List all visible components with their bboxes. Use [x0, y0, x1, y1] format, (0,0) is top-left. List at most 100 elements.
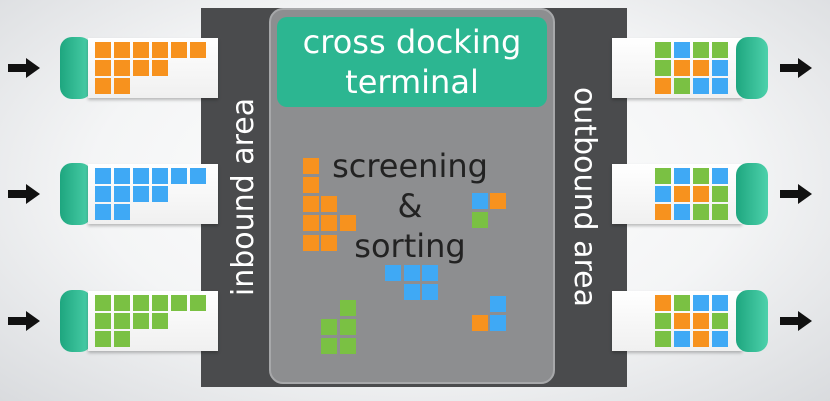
cargo-box	[95, 186, 111, 202]
cargo-box	[152, 295, 168, 311]
cargo-box	[114, 42, 130, 58]
cargo-box	[712, 168, 728, 184]
cargo-box	[712, 60, 728, 76]
cargo-box	[114, 313, 130, 329]
cargo-box	[674, 313, 690, 329]
sorting-box	[472, 212, 488, 228]
cargo-box	[693, 168, 709, 184]
cargo-box	[712, 295, 728, 311]
cargo-box	[95, 42, 111, 58]
sorting-box	[422, 265, 438, 281]
sorting-box	[385, 265, 401, 281]
sorting-box	[321, 235, 337, 251]
inbound-truck-green-cab	[60, 290, 92, 352]
cargo-box	[133, 295, 149, 311]
cargo-box	[114, 186, 130, 202]
sorting-box	[303, 215, 319, 231]
cargo-box	[712, 204, 728, 220]
inbound-area-text: inbound area	[225, 97, 261, 297]
cargo-box	[674, 331, 690, 347]
cargo-box	[674, 204, 690, 220]
cargo-box	[95, 204, 111, 220]
cargo-box	[712, 78, 728, 94]
cargo-box	[190, 42, 206, 58]
cargo-box	[114, 295, 130, 311]
sorting-box	[404, 284, 420, 300]
sorting-box	[303, 177, 319, 193]
sorting-box	[490, 296, 506, 312]
sorting-box	[340, 300, 356, 316]
cargo-box	[133, 168, 149, 184]
cargo-box	[95, 331, 111, 347]
cargo-box	[712, 186, 728, 202]
sorting-box	[472, 193, 488, 209]
cargo-box	[693, 42, 709, 58]
cargo-box	[95, 78, 111, 94]
sorting-text: sorting	[354, 227, 466, 265]
cargo-box	[655, 331, 671, 347]
cargo-box	[133, 60, 149, 76]
cargo-box	[655, 186, 671, 202]
inbound-truck-orange-cab	[60, 37, 92, 99]
cargo-box	[171, 42, 187, 58]
cargo-box	[133, 186, 149, 202]
cargo-box	[152, 60, 168, 76]
sorting-box	[490, 315, 506, 331]
sorting-box	[303, 158, 319, 174]
arrow-right-icon	[780, 58, 812, 78]
sorting-box	[303, 196, 319, 212]
cargo-box	[95, 60, 111, 76]
cargo-box	[171, 295, 187, 311]
cargo-box	[114, 168, 130, 184]
sorting-box	[422, 284, 438, 300]
cargo-box	[152, 313, 168, 329]
cargo-box	[114, 60, 130, 76]
terminal-title: cross docking terminal	[277, 17, 547, 107]
cargo-box	[114, 204, 130, 220]
cargo-box	[171, 168, 187, 184]
sorting-box	[404, 265, 420, 281]
cargo-box	[674, 168, 690, 184]
arrow-right-icon	[780, 184, 812, 204]
cargo-box	[655, 295, 671, 311]
cargo-box	[133, 313, 149, 329]
cargo-box	[95, 295, 111, 311]
outbound-truck-2-cab	[736, 163, 768, 225]
cargo-box	[190, 168, 206, 184]
sorting-box	[340, 338, 356, 354]
arrow-right-icon	[780, 311, 812, 331]
sorting-box	[303, 235, 319, 251]
sorting-box	[321, 196, 337, 212]
sorting-box	[472, 315, 488, 331]
sorting-box	[321, 215, 337, 231]
cargo-box	[693, 204, 709, 220]
cargo-box	[655, 168, 671, 184]
arrow-right-icon	[8, 184, 40, 204]
cargo-box	[693, 313, 709, 329]
ampersand-text: &	[397, 187, 423, 225]
cargo-box	[674, 60, 690, 76]
cargo-box	[114, 331, 130, 347]
cargo-box	[655, 204, 671, 220]
terminal-title-line2: terminal	[345, 63, 479, 101]
cargo-box	[674, 78, 690, 94]
cargo-box	[693, 60, 709, 76]
cargo-box	[693, 295, 709, 311]
cargo-box	[674, 295, 690, 311]
inbound-truck-blue-cab	[60, 163, 92, 225]
cargo-box	[674, 186, 690, 202]
terminal-title-line1: cross docking	[302, 23, 522, 61]
cargo-box	[655, 78, 671, 94]
cargo-box	[190, 295, 206, 311]
cargo-box	[133, 42, 149, 58]
cargo-box	[95, 313, 111, 329]
sorting-box	[340, 319, 356, 335]
cargo-box	[152, 42, 168, 58]
cargo-box	[712, 331, 728, 347]
sorting-box	[321, 319, 337, 335]
cargo-box	[152, 186, 168, 202]
sorting-box	[321, 338, 337, 354]
sorting-box	[490, 193, 506, 209]
cargo-box	[693, 331, 709, 347]
cargo-box	[152, 168, 168, 184]
